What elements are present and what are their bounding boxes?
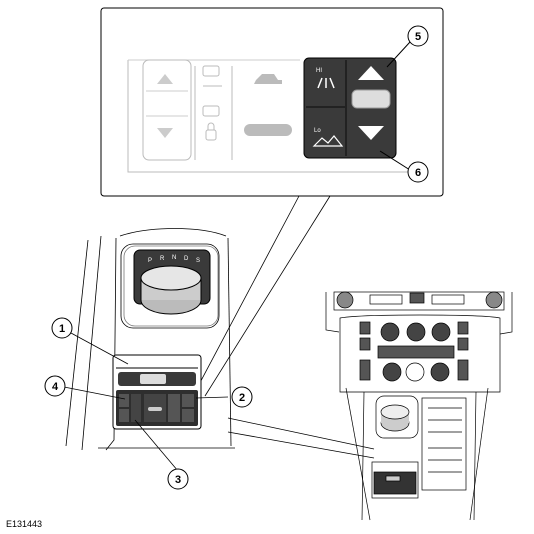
- detail-indicator-bar: [244, 124, 292, 136]
- high-range-icon: [317, 77, 335, 89]
- svg-text:D: D: [184, 256, 189, 262]
- svg-text:2: 2: [239, 392, 245, 404]
- callout-6: [407, 161, 429, 183]
- svg-text:3: 3: [175, 474, 181, 486]
- low-range-icon: [312, 135, 344, 147]
- high-range-label: HI: [316, 68, 322, 74]
- gear-selector: P R N D S: [133, 249, 211, 315]
- svg-text:P: P: [148, 258, 152, 264]
- callout-2: [231, 386, 253, 408]
- detail-left-pad: [142, 59, 192, 161]
- low-range-label: Lo: [314, 128, 321, 134]
- svg-text:R: R: [160, 256, 165, 262]
- svg-text:N: N: [172, 255, 176, 261]
- figure-ref: E131443: [6, 519, 42, 529]
- svg-text:S: S: [196, 258, 200, 264]
- detail-mid-icons: [194, 65, 233, 160]
- detail-down-arrow-icon: [157, 128, 173, 138]
- callout-3: [167, 468, 189, 490]
- range-indicator-lamp: [351, 89, 391, 109]
- svg-text:6: 6: [415, 167, 421, 179]
- svg-text:4: 4: [52, 381, 59, 393]
- detail-up-arrow-icon: [157, 74, 173, 84]
- svg-text:5: 5: [415, 31, 421, 43]
- dashboard-overview: [325, 291, 513, 521]
- callout-5: [407, 25, 429, 47]
- up-arrow-icon: [358, 66, 384, 80]
- callout-4: [44, 375, 66, 397]
- terrain-control-panel: [112, 354, 202, 430]
- center-console-left: [65, 228, 235, 451]
- down-arrow-icon: [358, 126, 384, 140]
- callout-lines: [63, 332, 229, 472]
- callout-1: [51, 317, 73, 339]
- svg-text:1: 1: [59, 323, 65, 335]
- lock-icon: [205, 129, 217, 141]
- gear-knob: [140, 265, 202, 291]
- vehicle-icon: [254, 74, 282, 84]
- range-switch: HI Lo: [303, 57, 397, 159]
